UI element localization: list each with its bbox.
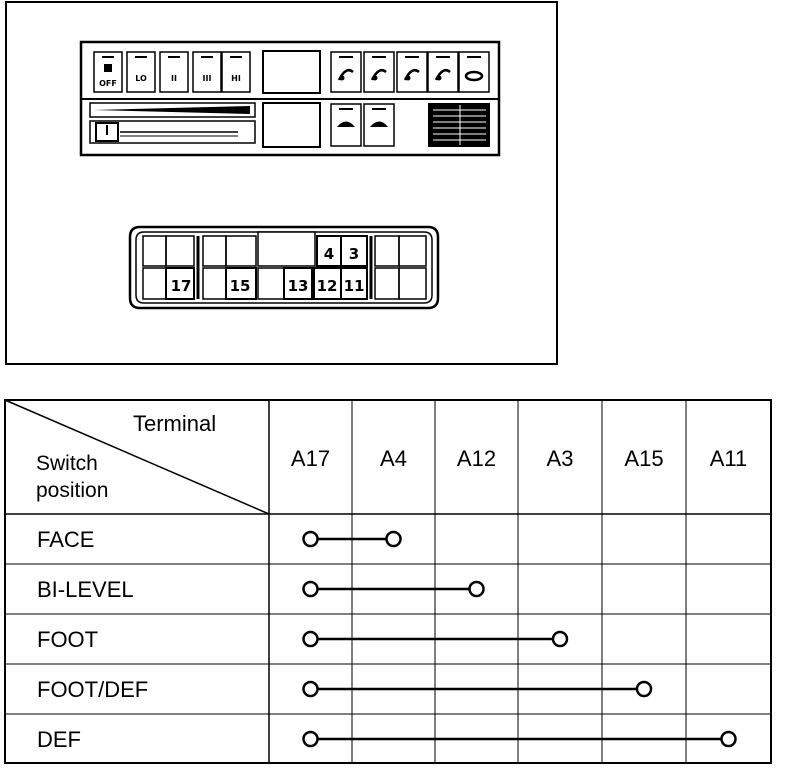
row-label-face: FACE <box>37 527 94 552</box>
table-border <box>4 399 772 764</box>
mode-button-2 <box>396 51 428 93</box>
header-terminal: Terminal <box>133 411 216 436</box>
terminal-node <box>302 680 319 698</box>
intake-button-1 <box>363 103 395 147</box>
terminal-node <box>302 530 319 548</box>
pin-cell-17 <box>165 267 195 300</box>
pin-label-15: 15 <box>230 277 251 295</box>
harness-connector: 4 3 17 15 13 12 11 <box>128 225 440 310</box>
pin-label-13: 13 <box>288 277 309 295</box>
mode-button-group <box>330 51 490 93</box>
terminal-node <box>551 630 569 648</box>
illustration-frame <box>5 1 558 365</box>
def-mode-icon <box>464 70 484 82</box>
row-label-def: DEF <box>37 727 81 752</box>
fan-button-label: III <box>203 74 212 83</box>
fan-button-4: HI <box>221 51 251 93</box>
column-header-a15: A15 <box>624 446 663 471</box>
display-window-lower <box>262 102 321 148</box>
connector-key <box>257 231 316 267</box>
pin-label-12: 12 <box>317 277 338 295</box>
mode-button-4 <box>458 51 490 93</box>
continuity-link-3 <box>302 680 653 698</box>
mode-button-3 <box>427 51 459 93</box>
fan-button-label: HI <box>231 74 241 83</box>
intake-button-0 <box>330 103 362 147</box>
pin-cell-15 <box>225 267 257 300</box>
row-label-foot-def: FOOT/DEF <box>37 677 148 702</box>
fan-button-label: LO <box>135 74 147 83</box>
column-header-a3: A3 <box>547 446 574 471</box>
terminal-node <box>302 580 319 598</box>
foot-def-mode-icon <box>434 69 451 81</box>
column-header-a4: A4 <box>380 446 407 471</box>
pin-label-11: 11 <box>344 277 365 295</box>
fan-icon <box>104 64 112 72</box>
fresh-air-icon <box>337 121 355 127</box>
bi-level-mode-icon <box>370 69 387 81</box>
terminal-column-headers: A17 A4 A12 A3 A15 A11 <box>291 446 747 471</box>
mode-button-1 <box>363 51 395 93</box>
row-label-bi-level: BI-LEVEL <box>37 577 134 602</box>
terminal-node <box>302 730 319 748</box>
terminal-node <box>635 680 653 698</box>
display-window-upper <box>262 50 321 94</box>
pin-cell-3 <box>340 235 368 267</box>
continuity-link-1 <box>302 580 485 598</box>
fan-button-3: III <box>192 51 222 93</box>
slider-wedge <box>94 106 250 114</box>
column-header-a12: A12 <box>457 446 496 471</box>
continuity-marks <box>302 530 737 748</box>
terminal-node <box>302 630 319 648</box>
face-mode-icon <box>337 69 354 81</box>
fan-button-label: II <box>171 74 177 83</box>
fan-button-label: OFF <box>99 79 117 88</box>
pin-label-17: 17 <box>171 277 192 295</box>
header-position: position <box>36 479 108 502</box>
air-intake-button-group <box>330 103 395 147</box>
header-switch: Switch <box>36 452 98 475</box>
terminal-node <box>720 730 737 748</box>
continuity-link-2 <box>302 630 569 648</box>
column-header-a17: A17 <box>291 446 330 471</box>
pin-label-4: 4 <box>324 245 334 263</box>
pin-cell-13 <box>283 267 313 300</box>
foot-mode-icon <box>403 69 420 81</box>
fan-button-1: LO <box>126 51 156 93</box>
fan-button-0: OFF <box>93 51 123 93</box>
header-diagonal <box>4 399 270 515</box>
recirculate-icon <box>370 121 388 127</box>
terminal-node <box>385 530 402 548</box>
column-header-a11: A11 <box>710 446 748 471</box>
pin-label-3: 3 <box>349 245 359 263</box>
switch-position-labels: FACE BI-LEVEL FOOT FOOT/DEF DEF <box>37 527 148 752</box>
table-grid <box>5 400 771 763</box>
continuity-link-4 <box>302 730 737 748</box>
fan-button-2: II <box>159 51 189 93</box>
hatched-indicator <box>428 103 490 147</box>
mode-button-0 <box>330 51 362 93</box>
temperature-slider <box>89 102 256 144</box>
terminal-node <box>468 580 485 598</box>
continuity-link-0 <box>302 530 402 548</box>
connector-inner-shell <box>135 231 433 304</box>
row-label-foot: FOOT <box>37 627 98 652</box>
pin-cell-11 <box>340 267 368 300</box>
